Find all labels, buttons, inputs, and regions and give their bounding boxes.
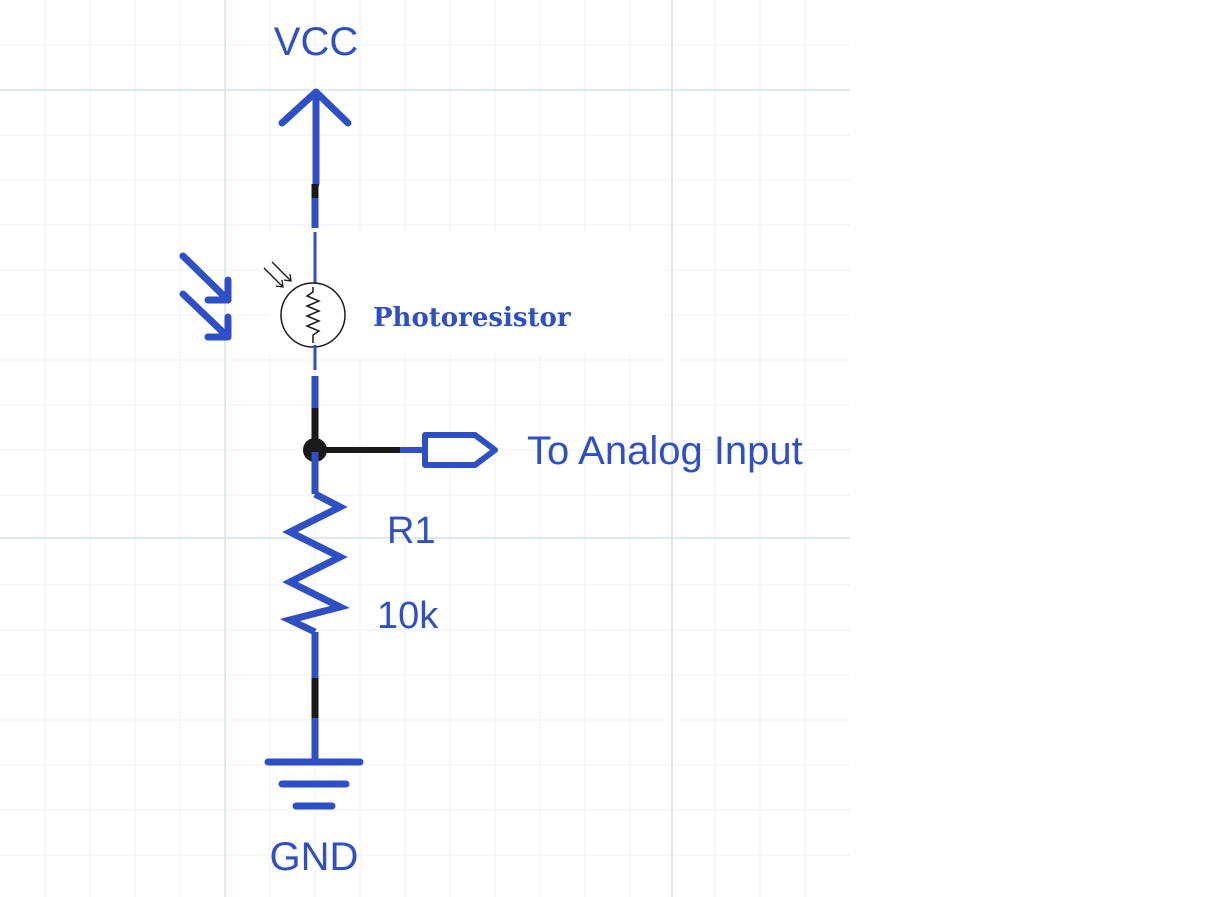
analog-input-label: To Analog Input xyxy=(527,429,803,473)
ground-icon xyxy=(264,758,364,810)
gnd-label: GND xyxy=(270,835,359,879)
photoresistor-label: Photoresistor xyxy=(373,303,571,333)
resistor-value-label: 10k xyxy=(377,595,439,637)
junction-dot-icon xyxy=(303,438,327,462)
resistor-icon xyxy=(279,452,350,678)
vcc-label: VCC xyxy=(274,20,358,64)
resistor-ref-label: R1 xyxy=(387,510,436,552)
net-port-icon xyxy=(422,432,498,468)
vcc-arrow-icon xyxy=(278,88,352,188)
light-rays-icon xyxy=(179,252,232,341)
photoresistor-icon xyxy=(263,261,346,348)
